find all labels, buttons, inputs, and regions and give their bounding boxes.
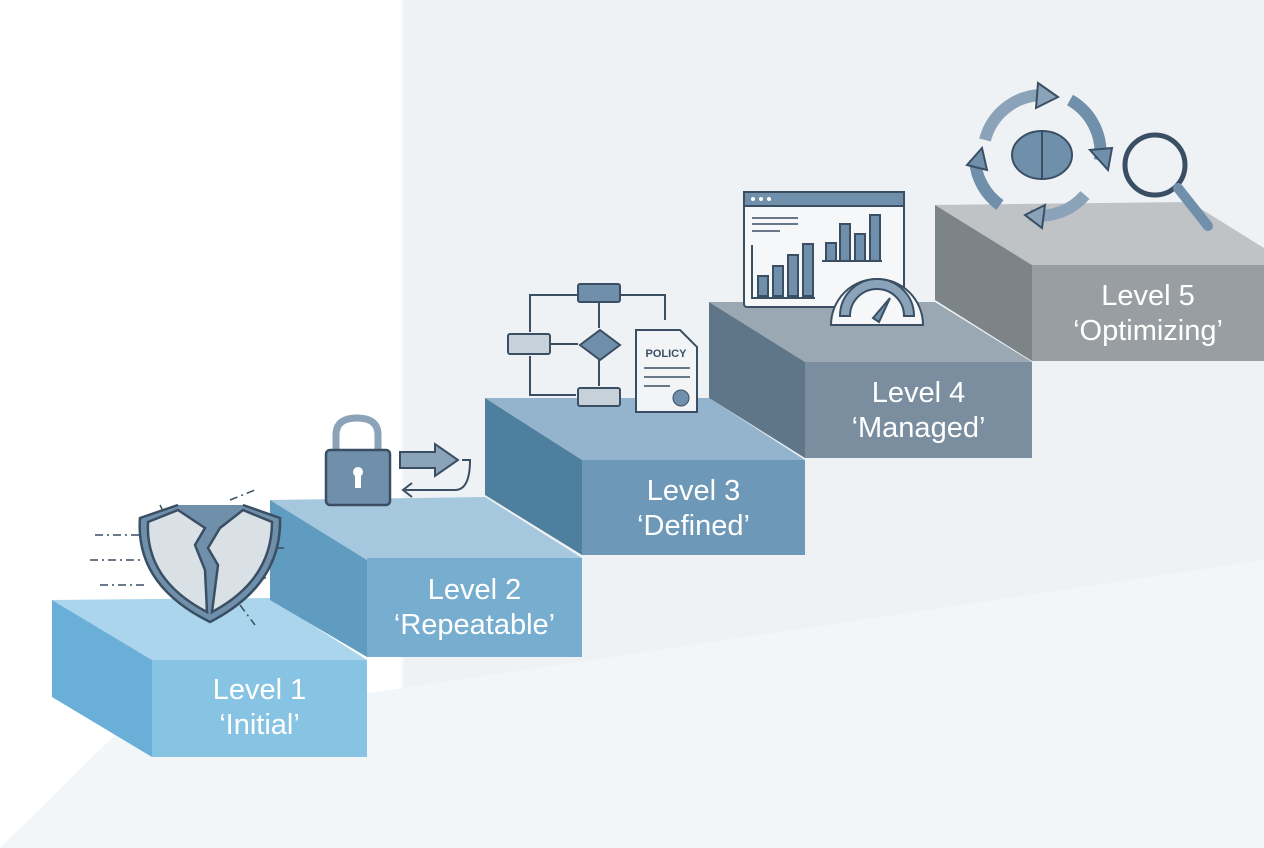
level-2-number: Level 2 <box>427 574 522 606</box>
level-4-label: Level 4 ‘Managed’ <box>805 376 1032 446</box>
level-4-name: ‘Managed’ <box>851 412 986 444</box>
step-5 <box>935 202 1264 361</box>
padlock-icon <box>324 414 392 507</box>
step-1 <box>52 598 367 757</box>
magnifier-icon <box>1122 132 1213 231</box>
level-3-label: Level 3 ‘Defined’ <box>582 474 805 544</box>
level-3-name: ‘Defined’ <box>637 510 750 542</box>
floor-wedge <box>0 560 1264 848</box>
flowchart-icon <box>507 283 666 407</box>
brain-cycle-icon <box>965 81 1114 230</box>
policy-label: POLICY <box>646 348 688 360</box>
policy-document-icon: POLICY <box>635 329 698 413</box>
level-1-label: Level 1 ‘Initial’ <box>152 673 367 743</box>
level-5-label: Level 5 ‘Optimizing’ <box>1032 279 1264 349</box>
level-2-label: Level 2 ‘Repeatable’ <box>367 573 582 643</box>
arrow-cycle-icon <box>399 442 472 498</box>
level-4-number: Level 4 <box>871 377 966 409</box>
level-1-name: ‘Initial’ <box>219 709 300 741</box>
level-5-number: Level 5 <box>1101 280 1195 312</box>
broken-shield-icon <box>90 489 285 626</box>
level-5-name: ‘Optimizing’ <box>1073 315 1223 347</box>
step-3 <box>485 398 805 555</box>
level-2-name: ‘Repeatable’ <box>393 609 556 641</box>
level-1-number: Level 1 <box>212 674 307 706</box>
step-2 <box>270 497 582 657</box>
level-3-number: Level 3 <box>646 475 741 507</box>
gauge-icon <box>829 278 925 326</box>
dashboard-chart-icon <box>743 191 905 308</box>
step-4 <box>709 302 1032 458</box>
